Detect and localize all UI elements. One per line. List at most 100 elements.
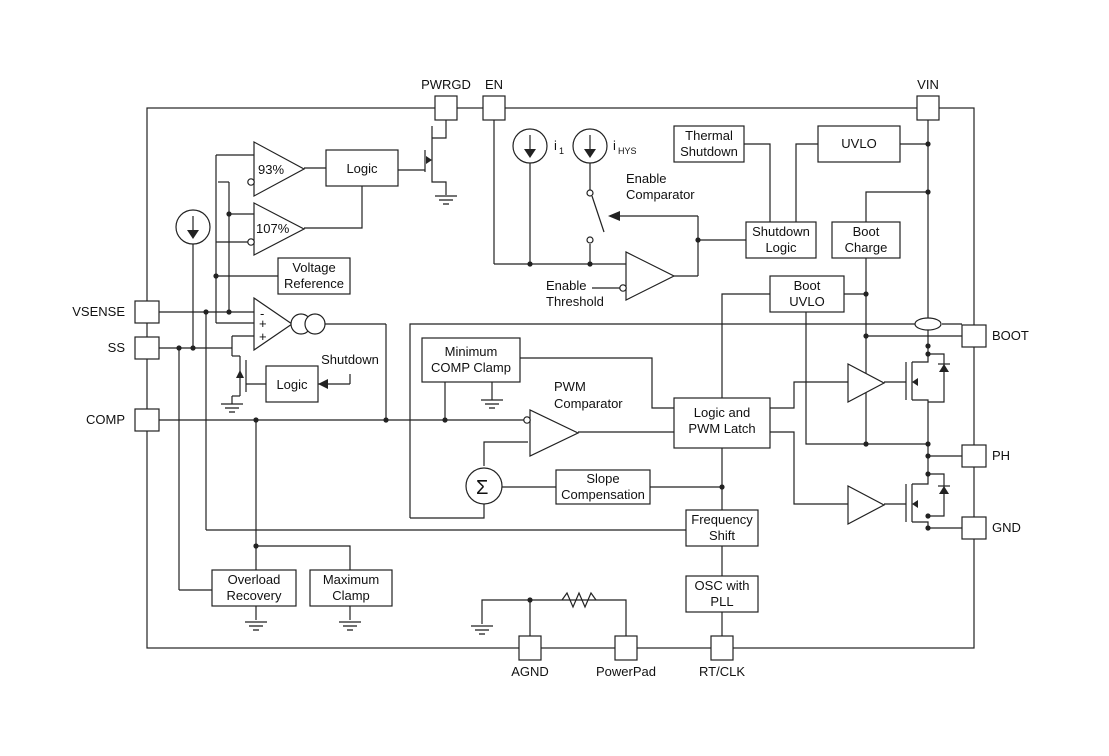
boot-charge-block: Boot Charge [831, 221, 901, 259]
ihys-subscript: HYS [618, 146, 637, 156]
error-amplifier: - + + [253, 296, 326, 352]
svg-text:COMP Clamp: COMP Clamp [431, 360, 511, 375]
svg-text:Clamp: Clamp [332, 588, 370, 603]
svg-text:Logic: Logic [346, 161, 378, 176]
svg-text:PowerPad: PowerPad [596, 664, 656, 679]
pin-ss: SS [108, 336, 160, 360]
voltage-reference-block: Voltage Reference [277, 257, 351, 295]
pin-gnd: GND [961, 516, 1021, 540]
mosfet-arrow-icon [426, 156, 432, 164]
current-source-left [175, 209, 211, 245]
slope-compensation-block: Slope Compensation [555, 469, 651, 505]
svg-text:VSENSE: VSENSE [72, 304, 125, 319]
svg-text:UVLO: UVLO [841, 136, 876, 151]
summing-node: Σ [465, 467, 503, 505]
enable-threshold-label: Enable [546, 278, 586, 293]
comparator-93-label: 93% [258, 162, 284, 177]
wires [159, 120, 962, 636]
mosfet-arrow-icon [236, 370, 244, 378]
frequency-shift-block: Frequency Shift [685, 509, 759, 547]
enable-comparator-label: Enable [626, 171, 666, 186]
pin-vin: VIN [916, 77, 940, 121]
boot-sense-element [914, 317, 942, 331]
pwm-comparator [523, 409, 580, 457]
sigma-label: Σ [476, 477, 488, 499]
current-source-i1: i 1 [512, 128, 564, 164]
shutdown-label: Shutdown [321, 352, 379, 367]
thermal-shutdown-block: Thermal Shutdown [673, 125, 745, 163]
ihys-label: i [613, 138, 616, 153]
svg-text:Reference: Reference [284, 276, 344, 291]
resistor-icon [561, 591, 597, 609]
pin-rtclk: RT/CLK [699, 635, 745, 679]
ea-minus-label: - [260, 306, 264, 321]
high-side-mosfet [912, 363, 950, 386]
svg-text:Slope: Slope [586, 471, 619, 486]
enable-threshold-label: Threshold [546, 294, 604, 309]
low-side-mosfet [912, 485, 950, 508]
ea-plus-label: + [259, 316, 267, 331]
pin-en: EN [482, 77, 506, 121]
svg-text:SS: SS [108, 340, 126, 355]
pwm-comparator-label: PWM [554, 379, 586, 394]
comparator-107: 107% [247, 202, 306, 256]
logic-pwm-latch-block: Logic and PWM Latch [673, 397, 771, 449]
pin-comp: COMP [86, 408, 160, 432]
shutdown-arrow-icon [318, 379, 328, 389]
pin-vsense: VSENSE [72, 300, 160, 324]
svg-text:PWM Latch: PWM Latch [688, 421, 755, 436]
svg-text:Boot: Boot [794, 278, 821, 293]
low-side-driver [847, 485, 886, 525]
svg-text:Voltage: Voltage [292, 260, 335, 275]
svg-text:EN: EN [485, 77, 503, 92]
i1-subscript: 1 [559, 146, 564, 156]
logic-block-ss: Logic [265, 365, 319, 403]
pwm-comparator-label: Comparator [554, 396, 623, 411]
svg-text:COMP: COMP [86, 412, 125, 427]
osc-pll-block: OSC with PLL [685, 575, 759, 613]
logic-block-pwrgd: Logic [325, 149, 399, 187]
enable-switch [586, 189, 620, 244]
shutdown-logic-block: Shutdown Logic [745, 221, 817, 259]
svg-text:Logic: Logic [276, 377, 308, 392]
enable-comparator-label: Comparator [626, 187, 695, 202]
pin-boot: BOOT [961, 324, 1029, 348]
enable-comparator [619, 251, 676, 301]
comparator-93: 93% [247, 140, 306, 198]
svg-text:Frequency: Frequency [691, 512, 753, 527]
svg-text:BOOT: BOOT [992, 328, 1029, 343]
pin-ph: PH [961, 444, 1010, 468]
svg-text:PLL: PLL [710, 594, 733, 609]
svg-text:VIN: VIN [917, 77, 939, 92]
minimum-comp-clamp-block: Minimum COMP Clamp [421, 337, 521, 383]
svg-text:OSC with: OSC with [695, 578, 750, 593]
svg-text:Shutdown: Shutdown [680, 144, 738, 159]
svg-text:PWRGD: PWRGD [421, 77, 471, 92]
svg-text:Maximum: Maximum [323, 572, 379, 587]
svg-text:Shutdown: Shutdown [752, 224, 810, 239]
junction-dots [176, 141, 931, 603]
svg-text:AGND: AGND [511, 664, 549, 679]
svg-text:Shift: Shift [709, 528, 735, 543]
svg-text:Minimum: Minimum [445, 344, 498, 359]
overload-recovery-block: Overload Recovery [211, 569, 297, 607]
svg-text:Overload: Overload [228, 572, 281, 587]
svg-text:PH: PH [992, 448, 1010, 463]
pin-powerpad: PowerPad [596, 635, 656, 679]
svg-text:Compensation: Compensation [561, 487, 645, 502]
uvlo-block: UVLO [817, 125, 901, 163]
svg-text:GND: GND [992, 520, 1021, 535]
svg-text:Charge: Charge [845, 240, 888, 255]
current-source-ihys: i HYS [572, 128, 637, 164]
svg-text:Logic: Logic [765, 240, 797, 255]
svg-text:UVLO: UVLO [789, 294, 824, 309]
maximum-clamp-block: Maximum Clamp [309, 569, 393, 607]
comparator-107-label: 107% [256, 221, 290, 236]
svg-text:RT/CLK: RT/CLK [699, 664, 745, 679]
svg-text:Boot: Boot [853, 224, 880, 239]
pin-pwrgd: PWRGD [421, 77, 471, 121]
svg-text:Thermal: Thermal [685, 128, 733, 143]
i1-label: i [554, 138, 557, 153]
boot-uvlo-block: Boot UVLO [769, 275, 845, 313]
pin-agnd: AGND [511, 635, 549, 679]
